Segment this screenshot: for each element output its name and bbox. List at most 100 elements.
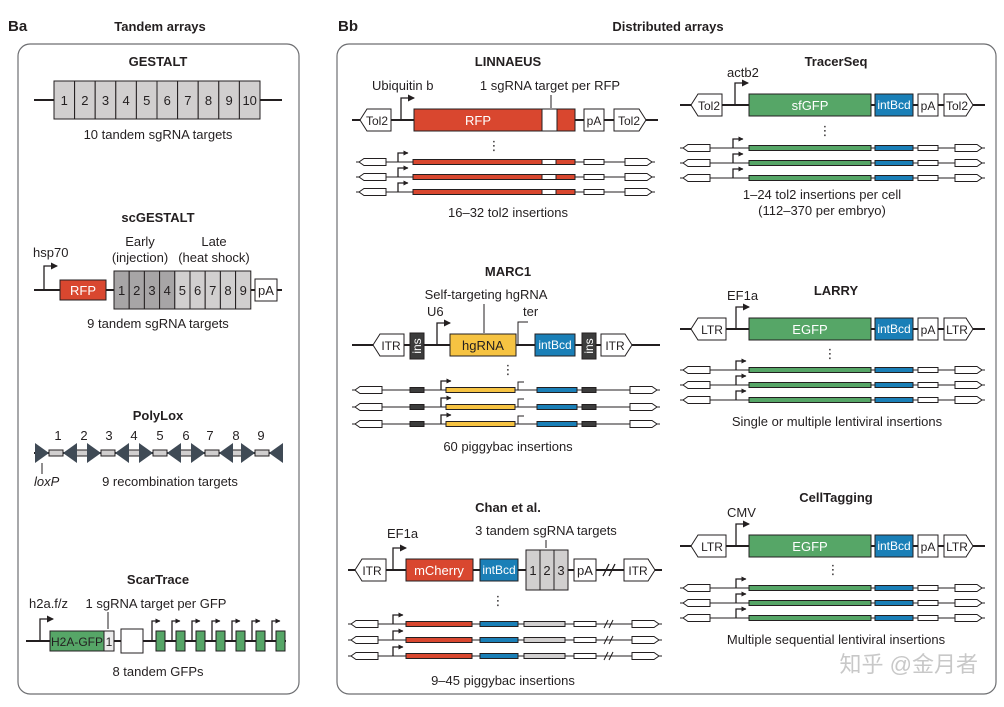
linnaeus-pa: [583, 108, 605, 132]
linnaeus-copy-arrow: [397, 180, 409, 192]
chan-title: Chan et al.: [475, 500, 541, 515]
polylox-segment: [254, 449, 270, 457]
linnaeus-copy-segment: [555, 159, 576, 165]
celltagging-egfp: [748, 534, 872, 558]
loxp-site: [241, 443, 255, 463]
tracerseq-copy-segment: [874, 160, 914, 166]
celltagging-ltr-left-label: LTR: [701, 540, 723, 554]
celltagging-construct: CellTagging CMV LTR EGFP intBcd pA LTR ⋮…: [680, 490, 985, 647]
larry-copy-segment: [874, 397, 914, 403]
marc1-copy-ter: [517, 415, 524, 424]
chan-itr-right: [623, 558, 656, 582]
celltagging-copy-flank: [682, 599, 711, 607]
chan-copy-break: [603, 619, 614, 629]
chan-copy-flank: [631, 636, 660, 644]
scgestalt-target-cell: [235, 270, 252, 310]
marc1-ins-left: [409, 332, 425, 360]
linnaeus-promoter: Ubiquitin b: [372, 78, 433, 93]
marc1-itr-left-label: ITR: [381, 339, 401, 353]
polylox-segment: [204, 449, 220, 457]
scartrace-promoter-arrow: [231, 618, 241, 641]
celltagging-copy-segment: [748, 585, 872, 591]
celltagging-pa: [917, 534, 939, 558]
polylox-loxp-label: loxP: [34, 474, 60, 489]
marc1-dots: ⋮: [502, 362, 515, 377]
scartrace-promoter-arrow: [151, 618, 161, 641]
panel-a-frame: [17, 43, 300, 695]
linnaeus-copy-segment: [412, 159, 543, 165]
linnaeus-title: LINNAEUS: [475, 54, 542, 69]
marc1-ter-mark: [517, 321, 528, 345]
scartrace-gfp-copy: [195, 630, 206, 652]
marc1-copy-ter: [517, 381, 524, 390]
tracerseq-construct: TracerSeq actb2 Tol2 sfGFP intBcd pA Tol…: [680, 54, 985, 218]
scgestalt-target-label: 1: [118, 283, 125, 298]
scgestalt-target-label: 8: [224, 283, 231, 298]
chan-copy-segment: [573, 621, 597, 627]
scartrace-gfp-copy: [215, 630, 226, 652]
gestalt-target-label: 3: [102, 93, 109, 108]
larry-promoter: EF1a: [727, 288, 759, 303]
gestalt-target-label: 1: [61, 93, 68, 108]
linnaeus-copy-segment: [555, 174, 576, 180]
marc1-copy-arrow: [440, 395, 452, 407]
linnaeus-pa-label: pA: [587, 114, 602, 128]
chan-copy-arrow: [392, 612, 404, 624]
larry-pa: [917, 317, 939, 341]
celltagging-dots: ⋮: [827, 562, 840, 577]
tracerseq-copy-flank: [682, 144, 711, 152]
celltagging-copy-flank: [954, 584, 983, 592]
linnaeus-copy-flank: [624, 173, 653, 181]
larry-copy-flank: [682, 381, 711, 389]
marc1-caption: 60 piggybac insertions: [443, 439, 573, 454]
celltagging-copy-segment: [917, 585, 939, 591]
scgestalt-target-label: 2: [133, 283, 140, 298]
marc1-copy-segment: [536, 421, 578, 427]
chan-copy-segment: [523, 653, 566, 659]
marc1-hgrna-label: Self-targeting hgRNA: [425, 287, 548, 302]
larry-pa-label: pA: [921, 323, 936, 337]
tracerseq-copy-segment: [917, 160, 939, 166]
chan-mcherry: [405, 558, 474, 582]
chan-copy-segment: [523, 637, 566, 643]
larry-copy-segment: [917, 367, 939, 373]
polylox-number: 9: [257, 428, 264, 443]
chan-copy-flank: [350, 652, 379, 660]
gestalt-target-label: 7: [184, 93, 191, 108]
larry-ltr-right-label: LTR: [946, 323, 968, 337]
tracerseq-intbcd: [874, 93, 914, 117]
chan-copy-flank: [631, 652, 660, 660]
celltagging-egfp-label: EGFP: [792, 539, 827, 554]
loxp-site: [167, 443, 181, 463]
tracerseq-copy-flank: [954, 144, 983, 152]
celltagging-intbcd-label: intBcd: [877, 539, 910, 553]
loxp-site: [219, 443, 233, 463]
linnaeus-copy-segment: [583, 189, 605, 195]
chan-copy-arrow: [392, 644, 404, 656]
marc1-intbcd-label: intBcd: [538, 338, 571, 352]
tracerseq-copy-arrow: [732, 151, 744, 163]
larry-copy-flank: [954, 381, 983, 389]
linnaeus-promoter-arrow: [400, 94, 415, 120]
chan-copy-arrow: [392, 628, 404, 640]
larry-egfp: [748, 317, 872, 341]
chan-caption: 9–45 piggybac insertions: [431, 673, 575, 688]
tracerseq-intbcd-label: intBcd: [877, 98, 910, 112]
loxp-site: [115, 443, 129, 463]
scartrace-gfp-copy: [175, 630, 186, 652]
marc1-copy-segment: [409, 404, 425, 410]
linnaeus-tol2-left: [359, 108, 392, 132]
chan-copy-segment: [405, 653, 473, 659]
marc1-copy-segment: [409, 421, 425, 427]
marc1-title: MARC1: [485, 264, 531, 279]
loxp-site: [87, 443, 101, 463]
linnaeus-dots: ⋮: [488, 138, 501, 153]
polylox-number: 1: [54, 428, 61, 443]
larry-copy-segment: [917, 397, 939, 403]
larry-egfp-label: EGFP: [792, 322, 827, 337]
chan-copy-flank: [350, 620, 379, 628]
gestalt-target-label: 8: [205, 93, 212, 108]
scgestalt-construct: scGESTALT hsp70 Early (injection) Late (…: [33, 210, 282, 331]
chan-copy-segment: [405, 637, 473, 643]
